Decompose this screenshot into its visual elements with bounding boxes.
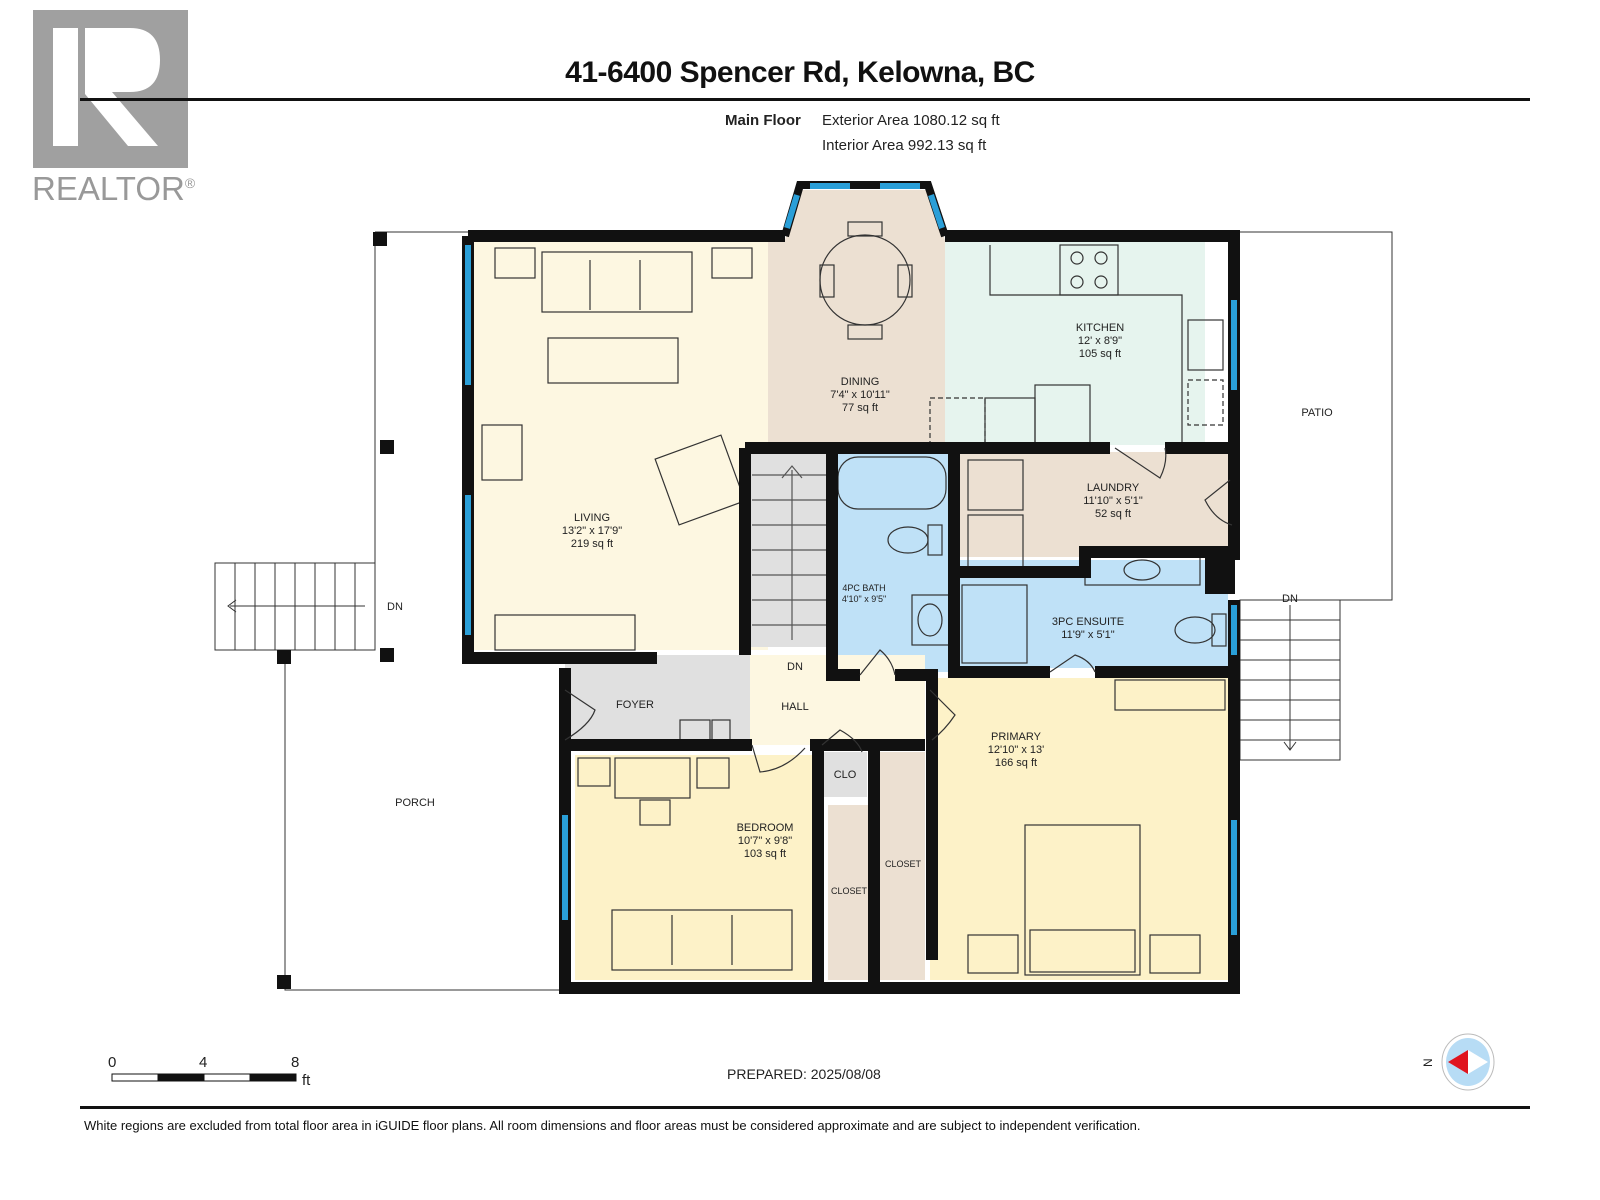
- bedroom-dims: 10'7" x 9'8": [738, 835, 792, 847]
- compass-label: N: [1421, 1058, 1435, 1067]
- foyer-name: FOYER: [616, 699, 654, 711]
- windows: [465, 183, 1237, 935]
- coffee-table: [547, 337, 679, 384]
- walls: [462, 181, 1240, 994]
- outdoor-areas: [214, 231, 1393, 991]
- laundry: [958, 452, 1228, 557]
- bedroom-area: 103 sq ft: [744, 848, 786, 860]
- armchair: [654, 434, 746, 526]
- exterior-area: Exterior Area 1080.12 sq ft: [822, 112, 1000, 129]
- interior-area: Interior Area 992.13 sq ft: [822, 137, 987, 154]
- closet-2: [880, 752, 925, 980]
- realtor-logo: [33, 10, 188, 168]
- clo-name: CLO: [834, 769, 857, 781]
- kitchen-area: 105 sq ft: [1079, 348, 1121, 360]
- dining-name: DINING: [841, 376, 880, 388]
- bedroom-sofa: [611, 909, 793, 971]
- primary-name: PRIMARY: [991, 731, 1042, 743]
- foyer: [565, 655, 750, 745]
- dishwasher: [1187, 379, 1224, 426]
- patio-name: PATIO: [1301, 407, 1333, 419]
- sofa: [541, 251, 693, 313]
- closet1-name: CLOSET: [831, 886, 868, 896]
- stairs-dn-hall: DN: [787, 661, 803, 673]
- primary-dims: 12'10" x 13': [988, 744, 1044, 756]
- laundry-name: LAUNDRY: [1087, 482, 1140, 494]
- kitchen-dims: 12' x 8'9": [1078, 335, 1122, 347]
- hall-name: HALL: [781, 701, 809, 713]
- ensuite-dims: 11'9" x 5'1": [1061, 629, 1114, 641]
- floor-label: Main Floor: [725, 112, 801, 129]
- dryer: [967, 459, 1024, 511]
- living-area: 219 sq ft: [571, 538, 613, 550]
- page-title: 41-6400 Spencer Rd, Kelowna, BC: [565, 56, 1035, 89]
- prepared-date: PREPARED: 2025/08/08: [727, 1066, 881, 1082]
- header-divider: [80, 98, 1530, 101]
- laundry-area: 52 sq ft: [1095, 508, 1131, 520]
- room-fills: [468, 190, 1228, 980]
- shower: [961, 584, 1028, 664]
- stairs-dn-right: DN: [1282, 593, 1298, 605]
- room-labels: LIVING 13'2" x 17'9" 219 sq ft DINING 7'…: [387, 322, 1333, 896]
- porch-posts: [277, 232, 394, 989]
- bath4-dims: 4'10" x 9'5": [842, 594, 886, 604]
- footer-divider: [80, 1106, 1530, 1109]
- bed: [1024, 824, 1141, 976]
- kitchen-name: KITCHEN: [1076, 322, 1124, 334]
- right-stairs: [1239, 599, 1341, 761]
- bedroom-name: BEDROOM: [737, 822, 794, 834]
- scale-tick-8: 8: [291, 1054, 300, 1071]
- dining-area: 77 sq ft: [842, 402, 878, 414]
- ensuite-name: 3PC ENSUITE: [1052, 616, 1124, 628]
- left-stairs: [214, 562, 376, 651]
- living-room: [468, 240, 768, 650]
- compass-icon: N: [1421, 1033, 1495, 1091]
- realtor-wordmark: REALTOR®: [32, 170, 195, 208]
- media-console: [494, 614, 636, 651]
- dining-room: [768, 190, 945, 445]
- primary-area: 166 sq ft: [995, 757, 1037, 769]
- stairs-dn-left: DN: [387, 601, 403, 613]
- closet2-name: CLOSET: [885, 859, 922, 869]
- dining-dims: 7'4" x 10'11": [830, 389, 890, 401]
- doors: [564, 447, 1233, 773]
- scale-unit: ft: [302, 1072, 311, 1089]
- kitchen: [945, 240, 1205, 445]
- closet-1: [828, 805, 870, 980]
- living-name: LIVING: [574, 512, 610, 524]
- scale-tick-4: 4: [199, 1054, 208, 1071]
- sink: [1187, 319, 1224, 371]
- furniture: [481, 221, 1227, 976]
- scale-bar: [111, 1073, 297, 1082]
- living-dims: 13'2" x 17'9": [562, 525, 622, 537]
- bath-4pc: [836, 452, 951, 672]
- bedroom: [575, 755, 815, 980]
- logo-text: REALTOR: [32, 170, 185, 207]
- bath4-name: 4PC BATH: [842, 583, 885, 593]
- disclaimer: White regions are excluded from total fl…: [84, 1118, 1141, 1133]
- porch-name: PORCH: [395, 797, 435, 809]
- logo-mark: ®: [184, 175, 196, 191]
- clo: [822, 752, 867, 797]
- interior-stairs: [752, 465, 828, 640]
- scale-tick-0: 0: [108, 1054, 117, 1071]
- laundry-dims: 11'10" x 5'1": [1083, 495, 1143, 507]
